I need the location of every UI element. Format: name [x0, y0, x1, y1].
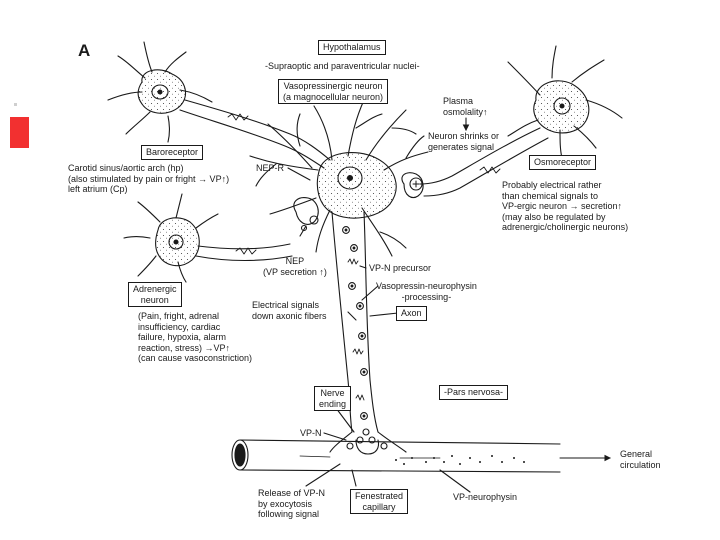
neuron-title-line-2: (a magnocellular neuron) [283, 91, 384, 102]
baroreceptor-neuron [107, 41, 331, 169]
electrical-label: Electrical signals down axonic fibers [252, 300, 327, 321]
electrical-line-1: Electrical signals [252, 300, 320, 310]
probably-line-3: VP-ergic neuron → secretion↑ [502, 201, 623, 211]
fenestrated-line-1: Fenestrated [355, 491, 404, 501]
nep-line-2: (VP secretion ↑) [263, 266, 327, 277]
pain-label: (Pain, fright, adrenal insufficiency, ca… [138, 311, 252, 364]
osmoreceptor-terminal [401, 172, 424, 199]
fenestrated-label: Fenestrated capillary [350, 489, 409, 514]
nuclei-label: -Supraoptic and paraventricular nuclei- [265, 61, 420, 71]
release-label: Release of VP-N by exocytosis following … [258, 488, 325, 520]
plasma-line-2: osmolality↑ [443, 106, 488, 117]
axon-label: Axon [396, 306, 427, 321]
osmoreceptor-neuron [419, 45, 623, 197]
nerve-line-2: ending [319, 398, 347, 409]
pain-line-3: failure, hypoxia, alarm [138, 332, 227, 342]
nep-r-label: NEP-R [256, 163, 285, 173]
processing-line-2: -processing- [401, 291, 452, 302]
main-neuron-soma [316, 152, 397, 219]
axon [331, 211, 379, 433]
shrinks-line-1: Neuron shrinks or [428, 131, 500, 141]
neuron-title-line-1: Vasopressinergic neuron [283, 81, 383, 91]
shrinks-label: Neuron shrinks or generates signal [428, 131, 499, 152]
vpn-precursor-label: VP-N precursor [369, 263, 432, 273]
adrenergic-line-2: neuron [140, 294, 169, 305]
adrenergic-line-1: Adrenergic [133, 284, 177, 294]
carotid-line-1: Carotid sinus/aortic arch (hp) [68, 163, 184, 173]
fenestrated-capillary [231, 439, 612, 473]
nerve-ending-label: Nerve ending [314, 386, 352, 411]
general-line-2: circulation [620, 459, 661, 470]
neuron-title-box: Vasopressinergic neuron (a magnocellular… [278, 79, 389, 104]
processing-line-1: Vasopressin-neurophysin [376, 281, 477, 291]
nerve-line-1: Nerve [320, 388, 345, 398]
pain-line-4: reaction, stress) →VP↑ [138, 342, 231, 353]
pain-line-2: insufficiency, cardiac [138, 321, 221, 332]
adrenergic-neuron [123, 193, 293, 283]
vp-neurophysin-label: VP-neurophysin [453, 492, 518, 502]
plasma-line-1: Plasma [443, 96, 474, 106]
probably-line-5: adrenergic/cholinergic neurons) [502, 222, 629, 232]
carotid-line-3: left atrium (Cp) [68, 184, 128, 194]
baroreceptor-label: Baroreceptor [141, 145, 204, 160]
processing-label: Vasopressin-neurophysin -processing- [376, 281, 477, 302]
general-line-1: General [620, 449, 653, 459]
adrenergic-label: Adrenergic neuron [128, 282, 182, 307]
adrenergic-terminal [293, 197, 319, 225]
hypothalamus-label: Hypothalamus [318, 40, 386, 55]
probably-label: Probably electrical rather than chemical… [502, 180, 628, 233]
vpn-label: VP-N [300, 428, 322, 438]
release-line-3: following signal [258, 509, 320, 519]
probably-line-4: (may also be regulated by [502, 211, 606, 222]
release-line-2: by exocytosis [258, 498, 313, 509]
pain-line-5: (can cause vasoconstriction) [138, 353, 253, 363]
vp-neurophysin-particles [395, 455, 525, 465]
plus-sign-icon [409, 177, 423, 191]
general-circulation-label: General circulation [620, 449, 661, 470]
accent-dot [14, 103, 17, 106]
pain-line-1: (Pain, fright, adrenal [138, 311, 220, 321]
main-neuron-nucleus [337, 166, 363, 190]
nerve-ending [329, 428, 407, 455]
nep-line-1: NEP [285, 256, 305, 266]
electrical-line-2: down axonic fibers [252, 310, 327, 321]
carotid-line-2: (also stimulated by pain or fright → VP↑… [68, 173, 230, 184]
shrinks-line-2: generates signal [428, 141, 495, 152]
plasma-label: Plasma osmolality↑ [443, 96, 488, 117]
fenestrated-line-2: capillary [362, 501, 396, 512]
accent-bar [10, 117, 29, 148]
probably-line-2: than chemical signals to [502, 190, 599, 201]
panel-letter: A [78, 41, 91, 60]
probably-line-1: Probably electrical rather [502, 180, 602, 190]
pars-nervosa-label: -Pars nervosa- [439, 385, 509, 400]
carotid-label: Carotid sinus/aortic arch (hp) (also sti… [68, 163, 229, 195]
release-line-1: Release of VP-N [258, 488, 326, 498]
osmoreceptor-label: Osmoreceptor [529, 155, 597, 170]
nep-label: NEP (VP secretion ↑) [263, 256, 327, 277]
